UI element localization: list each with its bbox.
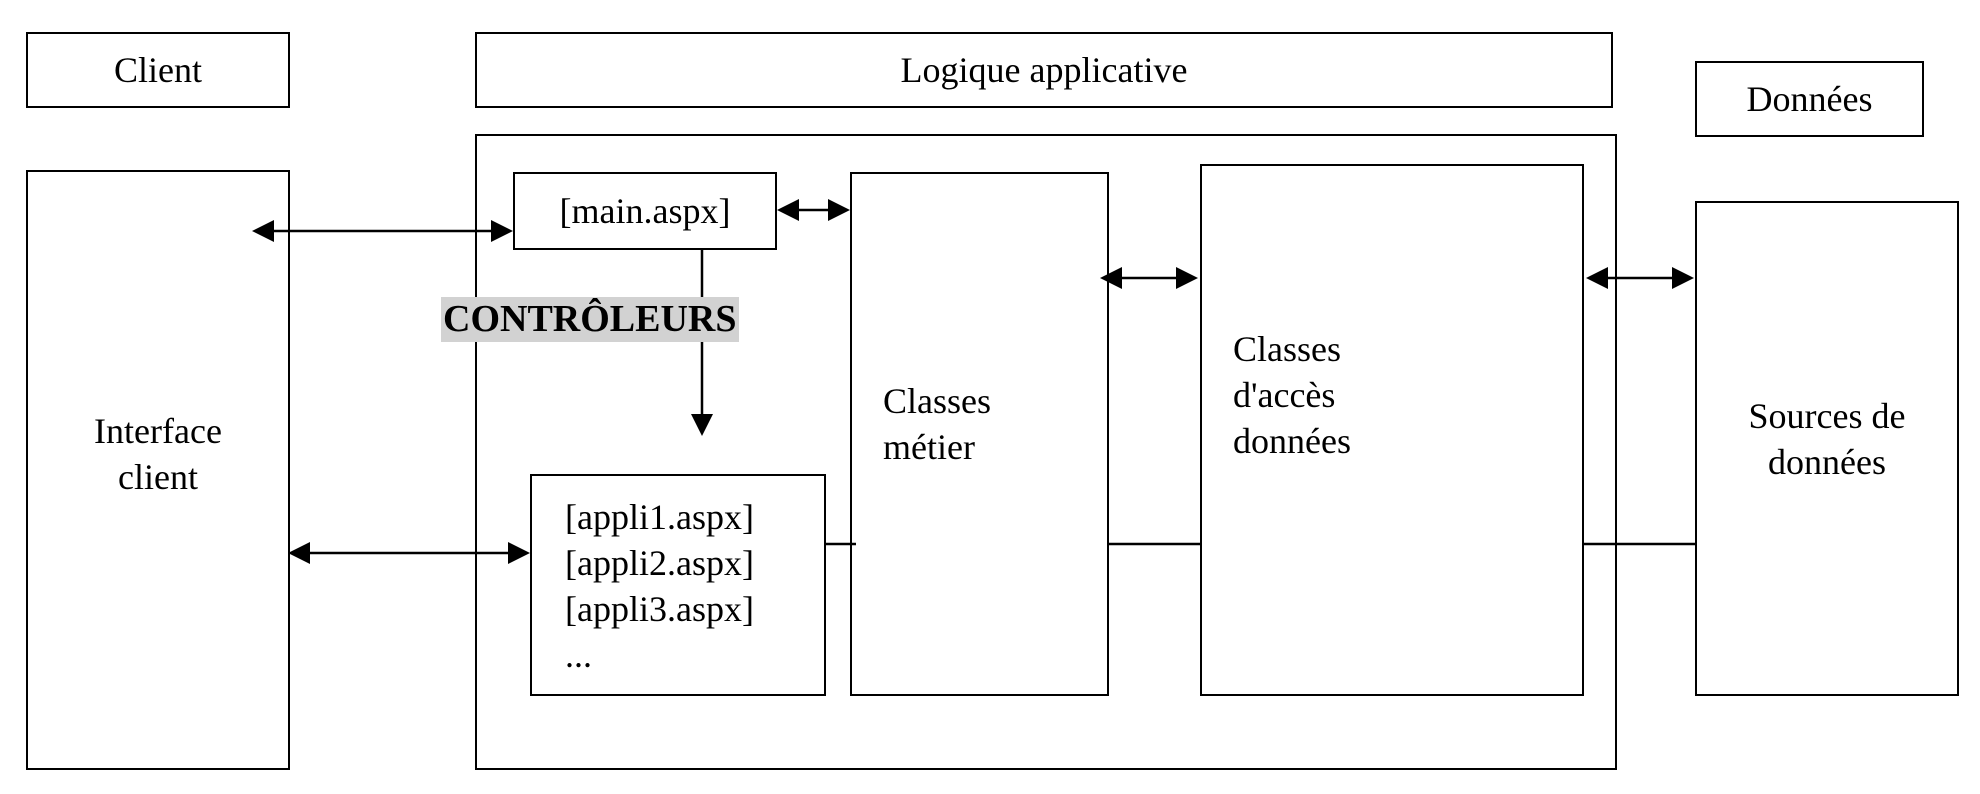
main-aspx-box: [main.aspx]	[513, 172, 777, 250]
header-client-label: Client	[114, 50, 202, 90]
app-page-more: ...	[565, 635, 592, 675]
arrowhead-business-right	[1100, 267, 1122, 289]
interface-client-box	[26, 170, 290, 770]
arrowhead-data-access-left	[1176, 267, 1198, 289]
business-classes-line-1: Classes	[883, 381, 991, 421]
application-logic-container	[475, 134, 1617, 770]
data-sources-label: Sources de données	[1695, 393, 1959, 485]
data-access-line-1: Classes	[1233, 329, 1341, 369]
app-page-3: [appli3.aspx]	[565, 589, 754, 629]
data-access-line-2: d'accès	[1233, 375, 1336, 415]
app-pages-box	[530, 474, 826, 696]
arrowhead-main-left	[491, 220, 513, 242]
data-sources-box	[1695, 201, 1959, 696]
app-page-2: [appli2.aspx]	[565, 543, 754, 583]
header-data-label: Données	[1746, 79, 1873, 119]
data-access-classes-label: Classes d'accès données	[1233, 326, 1351, 464]
arrowhead-app-pages-left	[508, 542, 530, 564]
arrowhead-app-pages-down	[691, 414, 713, 436]
arrowhead-business-left	[828, 199, 850, 221]
arrowhead-data-access-right	[1586, 267, 1608, 289]
data-sources-line-1: Sources de	[1748, 396, 1906, 436]
data-access-line-3: données	[1233, 421, 1351, 461]
header-client: Client	[26, 32, 290, 108]
data-sources-line-2: données	[1768, 442, 1886, 482]
arrowhead-sources-left	[1672, 267, 1694, 289]
arrowhead-main-right-left	[777, 199, 799, 221]
app-pages-list: [appli1.aspx] [appli2.aspx] [appli3.aspx…	[565, 494, 754, 678]
business-classes-line-2: métier	[883, 427, 975, 467]
business-classes-label: Classes métier	[883, 378, 991, 470]
app-page-1: [appli1.aspx]	[565, 497, 754, 537]
interface-client-line-1: Interface	[94, 411, 222, 451]
business-classes-box	[850, 172, 1109, 696]
arrowhead-client-left	[252, 220, 274, 242]
arrowhead-client-lower-left	[288, 542, 310, 564]
interface-client-label: Interface client	[26, 408, 290, 500]
data-access-classes-box	[1200, 164, 1584, 696]
controllers-label: CONTRÔLEURS	[441, 297, 739, 342]
header-donnees: Données	[1695, 61, 1924, 137]
main-aspx-label: [main.aspx]	[559, 191, 731, 231]
header-logic-label: Logique applicative	[900, 50, 1188, 90]
header-logique-applicative: Logique applicative	[475, 32, 1613, 108]
interface-client-line-2: client	[118, 457, 198, 497]
